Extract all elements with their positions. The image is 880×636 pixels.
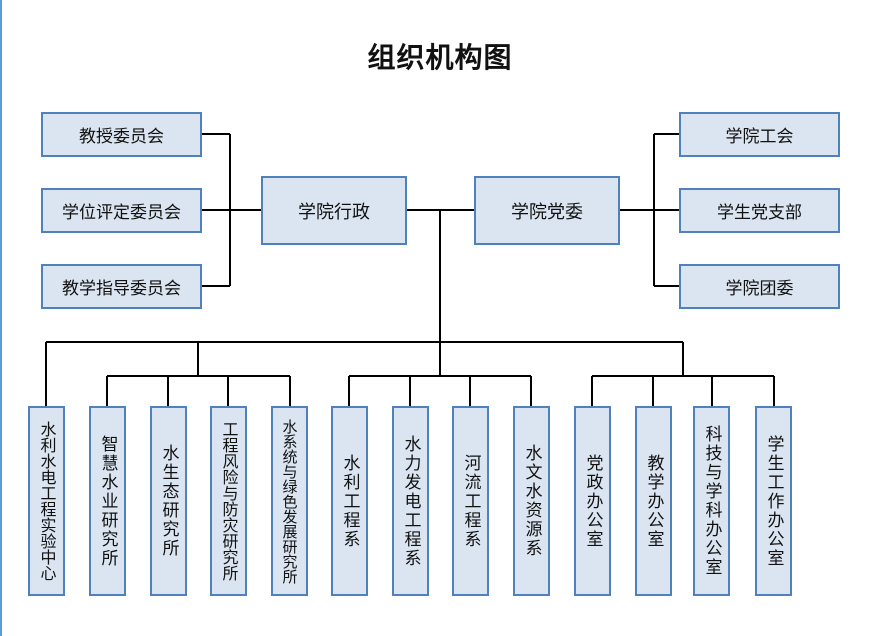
- admin-box: 学院行政: [261, 176, 407, 245]
- party-unit-box: 学院团委: [679, 264, 840, 309]
- unit-box: 教学办公室: [635, 406, 672, 596]
- unit-label: 水生态研究所: [158, 444, 179, 558]
- unit-label: 学生工作办公室: [763, 434, 784, 568]
- chart-title: 组织机构图: [367, 41, 513, 74]
- committee-box: 学位评定委员会: [41, 188, 202, 233]
- unit-label: 水力发电工程系: [400, 434, 421, 568]
- unit-label: 河流工程系: [460, 453, 481, 549]
- unit-box: 党政办公室: [574, 406, 611, 596]
- unit-box: 工程风险与防灾研究所: [210, 406, 247, 596]
- unit-box: 水力发电工程系: [392, 406, 429, 596]
- unit-box: 学生工作办公室: [755, 406, 792, 596]
- unit-label: 智慧水业研究所: [97, 434, 118, 568]
- committee-box: 教学指导委员会: [41, 264, 202, 309]
- party-unit-box: 学生党支部: [679, 188, 840, 233]
- unit-box: 科技与学科办公室: [693, 406, 730, 596]
- page-left-rule: [0, 0, 2, 636]
- committee-box: 教授委员会: [41, 112, 202, 157]
- party-box: 学院党委: [474, 176, 620, 245]
- unit-label: 水文水资源系: [521, 444, 542, 558]
- unit-label: 教学办公室: [643, 453, 664, 549]
- unit-label: 工程风险与防灾研究所: [219, 421, 239, 581]
- unit-box: 河流工程系: [452, 406, 489, 596]
- unit-box: 水系统与绿色发展研究所: [271, 406, 308, 596]
- unit-label: 水系统与绿色发展研究所: [280, 418, 299, 584]
- unit-label: 水利工程系: [339, 453, 360, 549]
- unit-label: 科技与学科办公室: [701, 425, 722, 577]
- unit-label: 党政办公室: [582, 453, 603, 549]
- unit-box: 水生态研究所: [150, 406, 187, 596]
- unit-box: 水文水资源系: [513, 406, 550, 596]
- unit-box: 水利水电工程实验中心: [28, 406, 65, 596]
- unit-box: 智慧水业研究所: [89, 406, 126, 596]
- unit-label: 水利水电工程实验中心: [37, 421, 57, 581]
- party-unit-box: 学院工会: [679, 112, 840, 157]
- unit-box: 水利工程系: [331, 406, 368, 596]
